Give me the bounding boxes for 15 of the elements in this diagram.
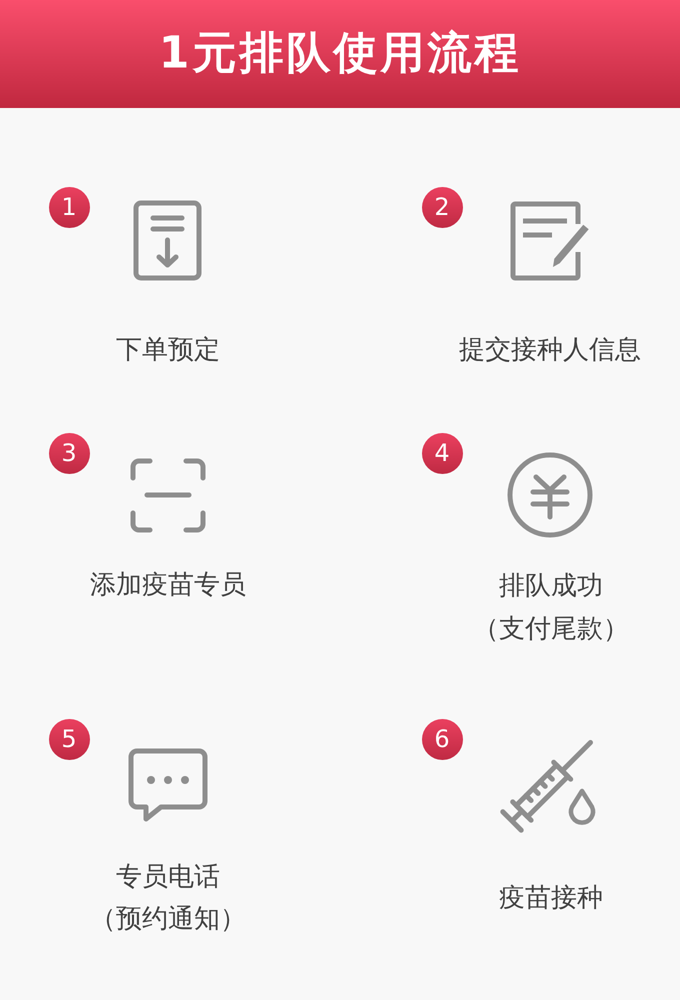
step-number-badge: 2 <box>422 186 462 228</box>
step-label: 排队成功 <box>499 570 603 602</box>
step-number-badge: 5 <box>48 718 90 760</box>
step-number-badge: 3 <box>48 432 90 474</box>
step-number-badge: 4 <box>422 432 462 474</box>
step-label: 提交接种人信息 <box>459 334 641 366</box>
step-number-badge: 6 <box>422 718 462 760</box>
title-text: 1元排队使用流程 <box>158 28 522 80</box>
step-label: （支付尾款） <box>473 613 629 645</box>
step-label: 下单预定 <box>116 334 220 366</box>
step-label: 专员电话 <box>116 861 220 893</box>
step-number-badge: 1 <box>48 186 90 228</box>
step-label: 疫苗接种 <box>499 882 603 914</box>
step-label: （预约通知） <box>90 903 246 935</box>
step-label: 添加疫苗专员 <box>90 569 246 601</box>
